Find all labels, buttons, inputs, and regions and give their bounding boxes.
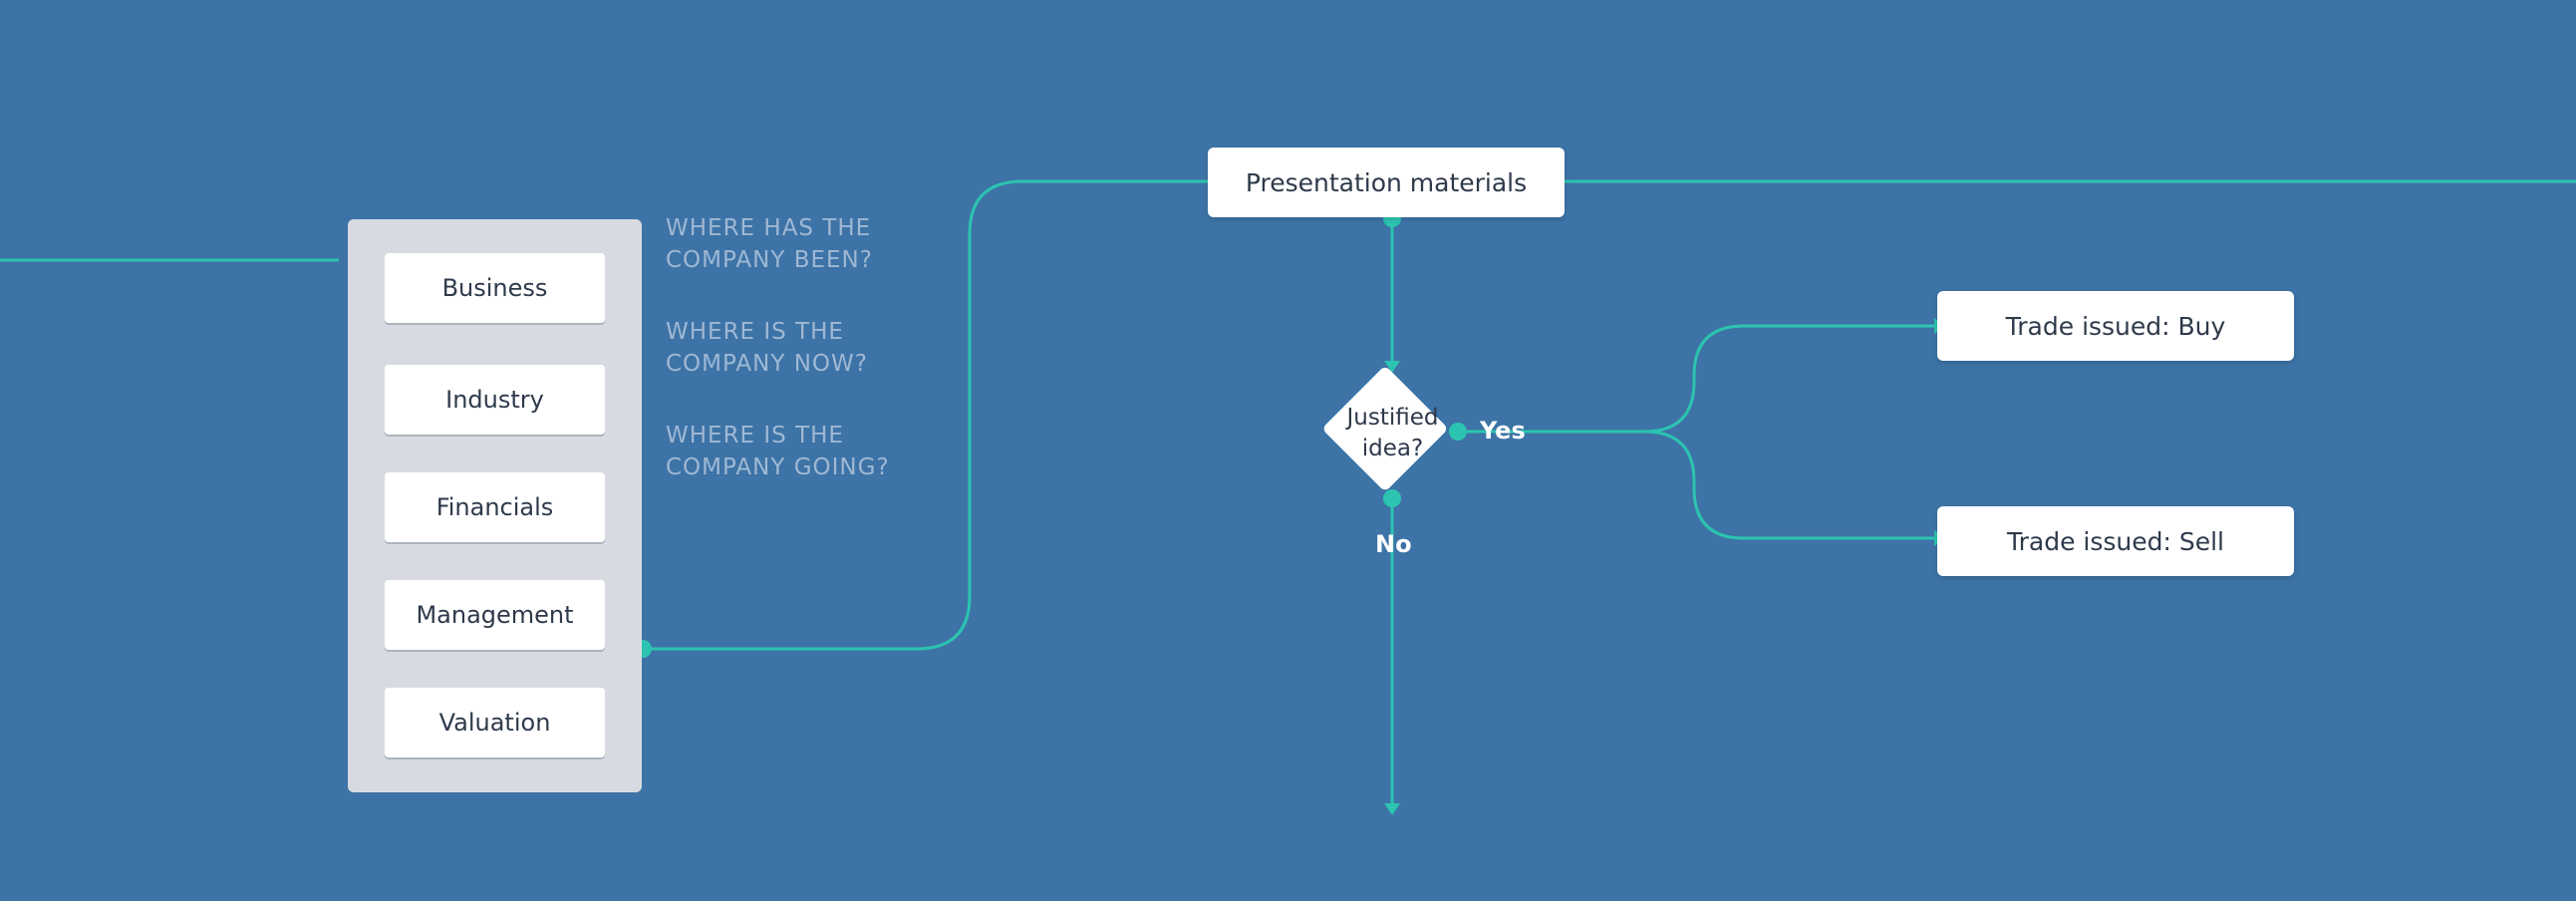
connector-checklist-to-presentation — [643, 179, 1208, 651]
decision-label: Justified idea? — [1340, 399, 1445, 468]
checklist-item-label: Business — [441, 274, 548, 302]
presentation-materials-node: Presentation materials — [1208, 148, 1565, 217]
node-label: Trade issued: Sell — [2007, 526, 2224, 556]
arrowhead-no-end — [1384, 803, 1400, 815]
checklist-item-valuation: Valuation — [385, 688, 605, 757]
question-line: WHERE IS THE — [666, 319, 844, 345]
checklist-item-financials: Financials — [385, 472, 605, 542]
question-present: WHERE IS THE COMPANY NOW? — [666, 316, 985, 380]
question-line: COMPANY NOW? — [666, 351, 868, 377]
checklist-item-label: Financials — [435, 493, 554, 521]
connector-dot-no — [1383, 489, 1401, 507]
checklist-item-label: Industry — [445, 386, 544, 414]
no-branch-label: No — [1375, 530, 1412, 558]
checklist-item-industry: Industry — [385, 365, 605, 435]
decision-label-line: Justified — [1346, 405, 1439, 431]
arrowhead-into-decision — [1384, 361, 1400, 373]
decision-diamond — [1323, 367, 1447, 490]
node-label: Trade issued: Buy — [2005, 311, 2226, 341]
node-label: Presentation materials — [1245, 167, 1528, 197]
question-future: WHERE IS THE COMPANY GOING? — [666, 420, 985, 483]
checklist-item-business: Business — [385, 253, 605, 323]
analysis-checklist-panel: Business Industry Financials Management … — [348, 219, 642, 792]
question-past: WHERE HAS THE COMPANY BEEN? — [666, 212, 985, 276]
checklist-item-label: Valuation — [438, 709, 551, 737]
question-line: COMPANY GOING? — [666, 454, 890, 480]
trade-sell-node: Trade issued: Sell — [1937, 506, 2294, 576]
connector-dot-yes — [1449, 423, 1467, 441]
question-line: WHERE IS THE — [666, 423, 844, 449]
trade-buy-node: Trade issued: Buy — [1937, 291, 2294, 361]
question-line: WHERE HAS THE — [666, 215, 872, 241]
checklist-item-label: Management — [416, 601, 574, 629]
connector-to-buy — [1643, 324, 1938, 434]
yes-branch-label: Yes — [1480, 417, 1526, 445]
connector-to-sell — [1643, 430, 1938, 540]
checklist-item-management: Management — [385, 580, 605, 650]
question-line: COMPANY BEEN? — [666, 247, 873, 273]
decision-label-line: idea? — [1361, 436, 1424, 461]
